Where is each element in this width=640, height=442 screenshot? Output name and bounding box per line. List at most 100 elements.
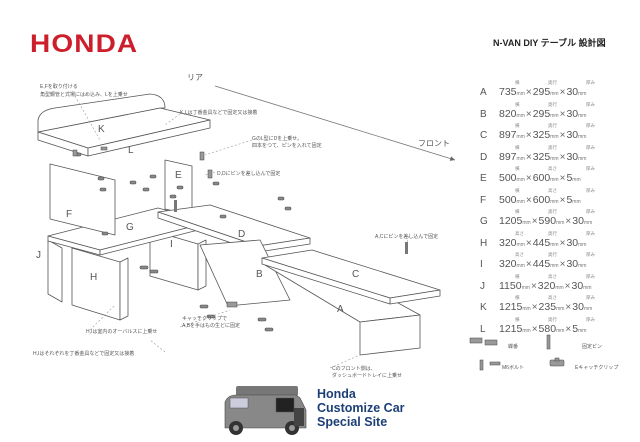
dim-captions: 横奥行厚み [515,102,595,108]
hinge-label: 蝶番 [508,343,518,350]
dim-unit: mm [578,241,587,248]
dim-unit: mm [556,220,565,226]
dim-cap-1: 横 [515,295,520,300]
dim-captions: 横高さ厚み [515,274,595,280]
dim-cap-1: 横 [515,273,520,279]
note-c-front-2: ダッシュボードトレイに上乗せ [332,372,402,379]
dim-unit: mm [522,306,531,312]
dim-w: 1215 [499,322,523,335]
dim-d: 600 [532,172,551,184]
dim-cap-3: 厚み [586,166,595,171]
note-kl: K,Lは丁番金具などで固定又は接着 [180,109,257,116]
dim-times: × [559,108,566,120]
dim-d: 600 [532,193,551,206]
label-l: L [128,145,134,156]
dim-cap-3: 厚み [586,230,595,236]
dim-t: 30 [566,258,579,270]
dim-captions: 高さ奥行厚み [515,231,595,237]
dim-w: 897 [499,150,517,163]
label-e: E [175,170,182,181]
dim-unit: mm [516,177,525,183]
dim-letter: E [480,173,487,184]
dim-t: 30 [571,279,584,292]
label-b: B [256,269,263,280]
dim-unit: mm [572,198,581,205]
note-ef-1: E,Fを取り付ける [40,83,78,90]
dim-captions: 横奥行厚み [515,209,595,215]
dim-d: 580 [538,322,557,335]
dim-times: × [525,130,532,141]
dim-unit: mm [522,327,531,334]
dim-values: 320mm×445mm×30mm [499,237,586,249]
dim-times: × [559,194,566,206]
promo-line-3[interactable]: Special Site [317,415,388,429]
dim-unit: mm [578,155,587,162]
pin-markers [174,200,408,254]
panel-c [261,249,441,305]
panel-h [71,247,129,321]
dim-d: 325 [532,129,551,141]
dim-w: 320 [499,258,517,270]
dim-letter: F [480,194,487,206]
note-gd-2: 四本をつて、ピンを入れて固定 [252,142,322,149]
panel-j [47,239,63,303]
dim-t: 30 [566,86,579,98]
dim-d: 445 [532,258,551,270]
label-a: A [337,304,344,315]
dim-d: 295 [532,107,551,120]
dim-captions: 高さ奥行厚み [515,252,595,258]
dim-unit: mm [578,91,587,97]
dim-t: 5 [566,193,573,206]
dim-w: 1215 [499,301,523,313]
note-gd-1: GのL型にDを上乗せ。 [252,135,302,142]
honda-logo[interactable]: HONDA [30,30,139,58]
dim-times: × [525,259,532,270]
note-ac: A,Cにピンを差し込んで固定 [375,233,438,240]
dim-t: 30 [566,107,579,120]
dim-unit: mm [550,134,559,140]
dim-w: 500 [499,193,517,206]
dim-cap-3: 厚み [586,144,595,150]
dim-times: × [559,237,566,249]
dim-unit: mm [556,306,565,312]
hinge-markers [72,146,238,308]
dim-unit: mm [516,198,525,205]
dim-cap-2: 奥行 [548,230,557,236]
dim-cap-2: 高さ [548,166,557,171]
dim-cap-3: 厚み [586,80,595,85]
dim-unit: mm [516,263,525,269]
dim-d: 320 [537,279,556,292]
dim-unit: mm [572,177,581,183]
dim-unit: mm [583,306,593,312]
dim-d: 295 [532,86,551,98]
dim-captions: 横奥行厚み [515,317,595,323]
dim-letter: K [480,302,487,313]
dim-cap-2: 奥行 [548,252,557,257]
dim-unit: mm [516,112,525,119]
dim-letter: C [480,130,488,141]
dim-letter: D [480,151,488,163]
dim-letter: L [480,323,486,335]
rear-label: リア [187,73,203,82]
n-van-illustration[interactable] [224,386,307,435]
dim-t: 30 [566,236,579,249]
dim-captions: 横高さ厚み [515,188,595,194]
dim-letter: A [480,87,487,98]
bolt-icon [479,359,501,371]
promo-line-1[interactable]: Honda [317,387,356,401]
dim-values: 735mm×295mm×30mm [499,86,586,98]
rear-front-axis [214,85,456,161]
catch-clip-icon [549,357,565,367]
dim-unit: mm [550,91,559,97]
dim-times: × [531,323,538,335]
dim-cap-2: 高さ [548,187,557,193]
dim-cap-3: 厚み [586,101,595,107]
dim-cap-3: 厚み [586,273,595,279]
promo-line-2[interactable]: Customize Car [317,401,405,415]
panel-f [49,163,116,236]
label-i: I [170,239,173,250]
